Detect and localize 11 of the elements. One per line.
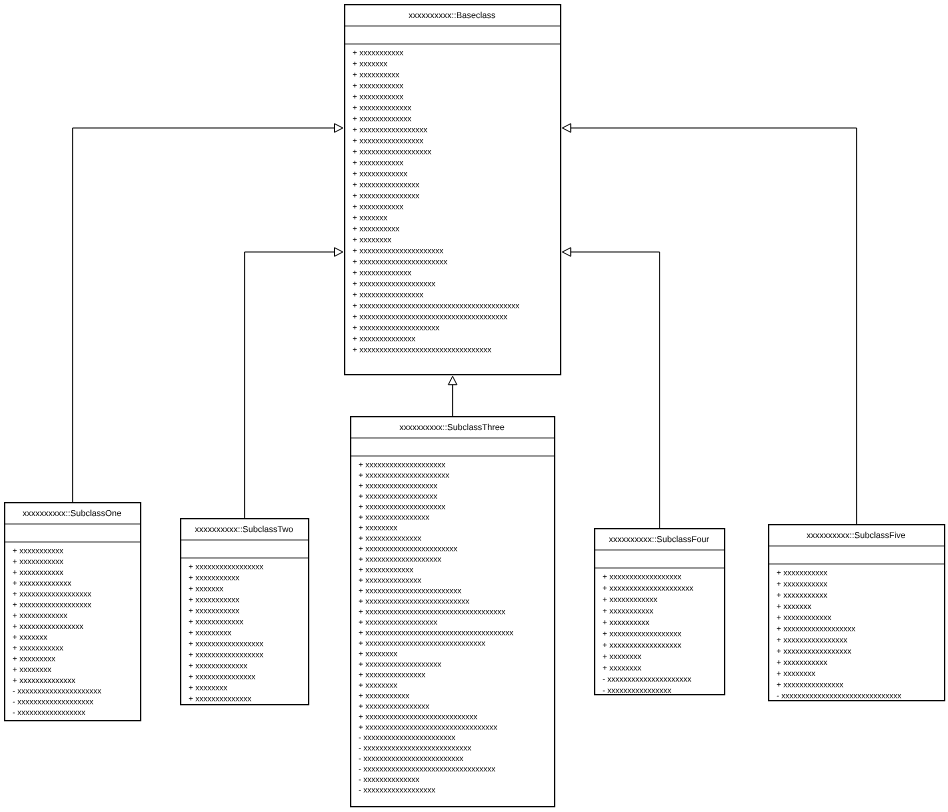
inheritance-arrow: [72, 123, 344, 503]
class-box: [593, 528, 726, 696]
class-box: [343, 4, 562, 376]
inheritance-arrow: [244, 247, 344, 519]
class-box: [767, 524, 946, 702]
class-box: [179, 518, 310, 706]
class-box: [3, 502, 142, 722]
class-box: [349, 415, 556, 808]
inheritance-arrow: [561, 123, 858, 525]
inheritance-arrow: [447, 375, 458, 417]
inheritance-arrow: [561, 247, 661, 529]
